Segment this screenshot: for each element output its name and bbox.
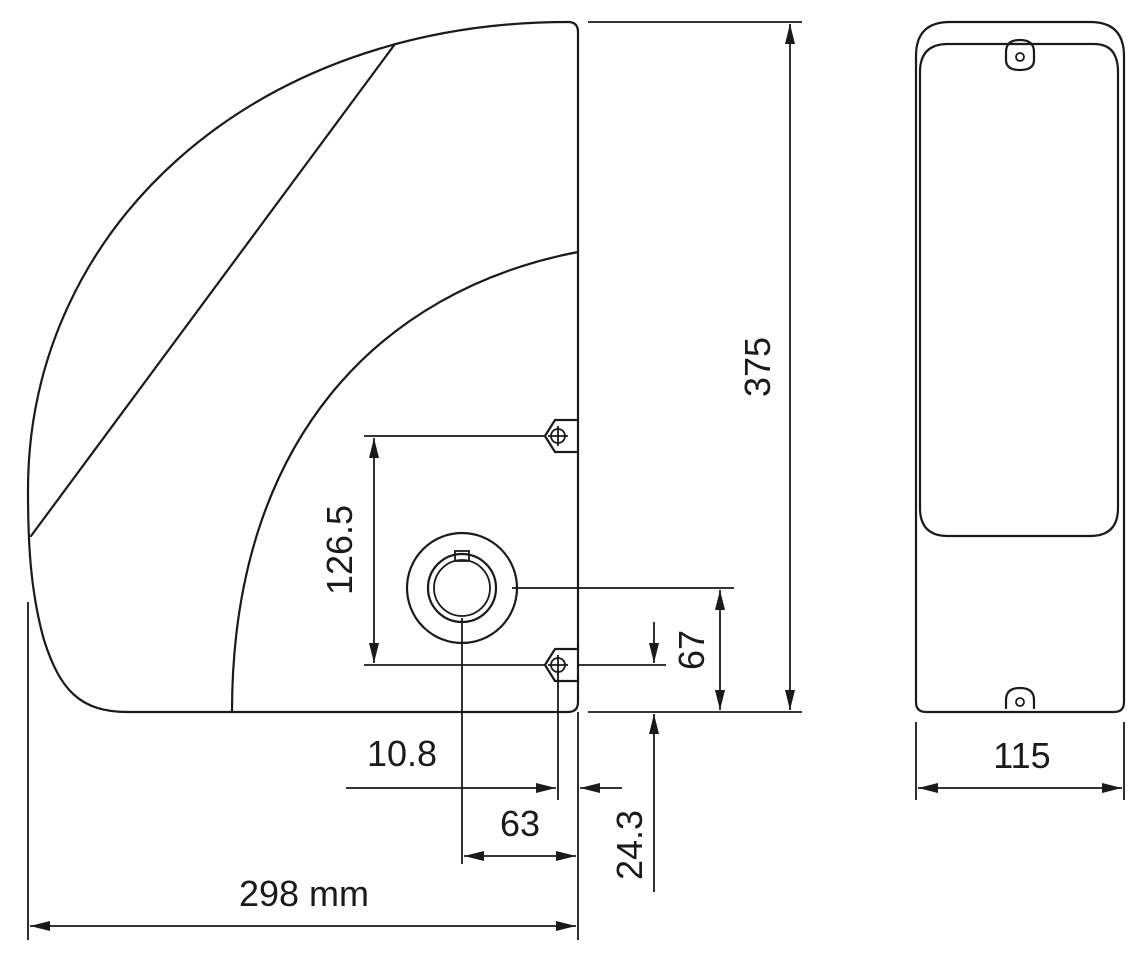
dim-total-width-label: 298 mm (239, 873, 369, 914)
dimension-height: 375 (588, 21, 802, 713)
dim-bottom-offset-label: 24.3 (609, 810, 650, 880)
dimension-shaft-offset: 63 (461, 618, 576, 864)
dimension-mounting-spacing: 126.5 (319, 435, 545, 666)
dim-shaft-height-label: 67 (671, 630, 712, 670)
dim-mounting-spacing-label: 126.5 (319, 505, 360, 595)
front-bottom-screw (1004, 686, 1036, 710)
dimension-depth: 115 (915, 722, 1125, 800)
dim-depth-label: 115 (993, 735, 1050, 776)
front-housing-outline (914, 20, 1126, 714)
bottom-mounting-bracket (543, 647, 580, 683)
dimension-bottom-offset: 24.3 (609, 622, 659, 892)
dim-shaft-offset-label: 63 (500, 803, 540, 844)
top-mounting-bracket (543, 418, 580, 454)
dimension-shaft-height: 67 (512, 587, 734, 710)
dimension-total-width: 298 mm (27, 602, 576, 940)
housing-diagonal-seam (29, 42, 397, 538)
front-cover-panel (918, 42, 1120, 538)
dim-bracket-offset-label: 10.8 (367, 733, 437, 774)
side-view (26, 20, 580, 714)
housing-outline (26, 20, 580, 714)
dimension-bracket-offset: 10.8 (346, 670, 622, 940)
housing-inner-arc (230, 250, 580, 714)
front-top-screw (1004, 38, 1036, 72)
dim-height-label: 375 (737, 337, 778, 397)
front-view (914, 20, 1126, 714)
